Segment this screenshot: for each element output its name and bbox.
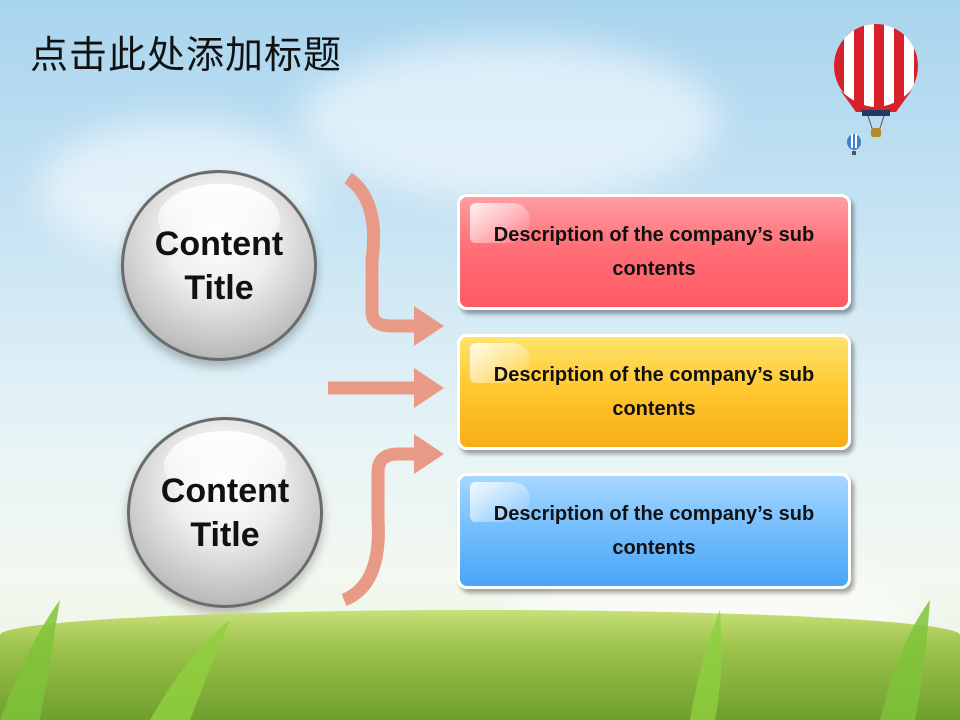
circle-label-line-2: Title (190, 515, 260, 554)
description-text: Description of the company’s sub content… (493, 224, 815, 280)
content-circle-2[interactable]: Content Title (127, 417, 323, 608)
circle-shine (164, 431, 286, 502)
grass-field (0, 610, 960, 720)
hot-air-balloon-icon (834, 24, 918, 137)
circle-label-line-1: Content (154, 224, 284, 263)
description-box-yellow[interactable]: Description of the company’s sub content… (457, 334, 851, 450)
box-gloss (470, 203, 530, 243)
content-circle-1[interactable]: Content Title (121, 170, 317, 361)
arrow-head-top (414, 306, 444, 346)
connector-arrow-top (344, 172, 416, 333)
box-gloss (470, 482, 530, 522)
circle-shine (158, 184, 280, 255)
description-text: Description of the company’s sub content… (493, 364, 815, 420)
slide-title[interactable]: 点击此处添加标题 (30, 33, 343, 77)
leaf-decoration (0, 600, 930, 720)
circle-label: Content Title (145, 469, 305, 557)
description-box-blue[interactable]: Description of the company’s sub content… (457, 473, 851, 589)
arrow-head-bottom (414, 434, 444, 474)
circle-label-line-2: Title (184, 268, 254, 307)
arrow-head-middle (414, 368, 444, 408)
cloud (300, 40, 720, 200)
small-hot-air-balloon-icon (847, 134, 861, 155)
circle-label: Content Title (139, 222, 299, 310)
description-text: Description of the company’s sub content… (493, 503, 815, 559)
box-gloss (470, 343, 530, 383)
description-box-red[interactable]: Description of the company’s sub content… (457, 194, 851, 310)
connector-arrow-bottom (341, 447, 416, 607)
circle-label-line-1: Content (160, 471, 290, 510)
